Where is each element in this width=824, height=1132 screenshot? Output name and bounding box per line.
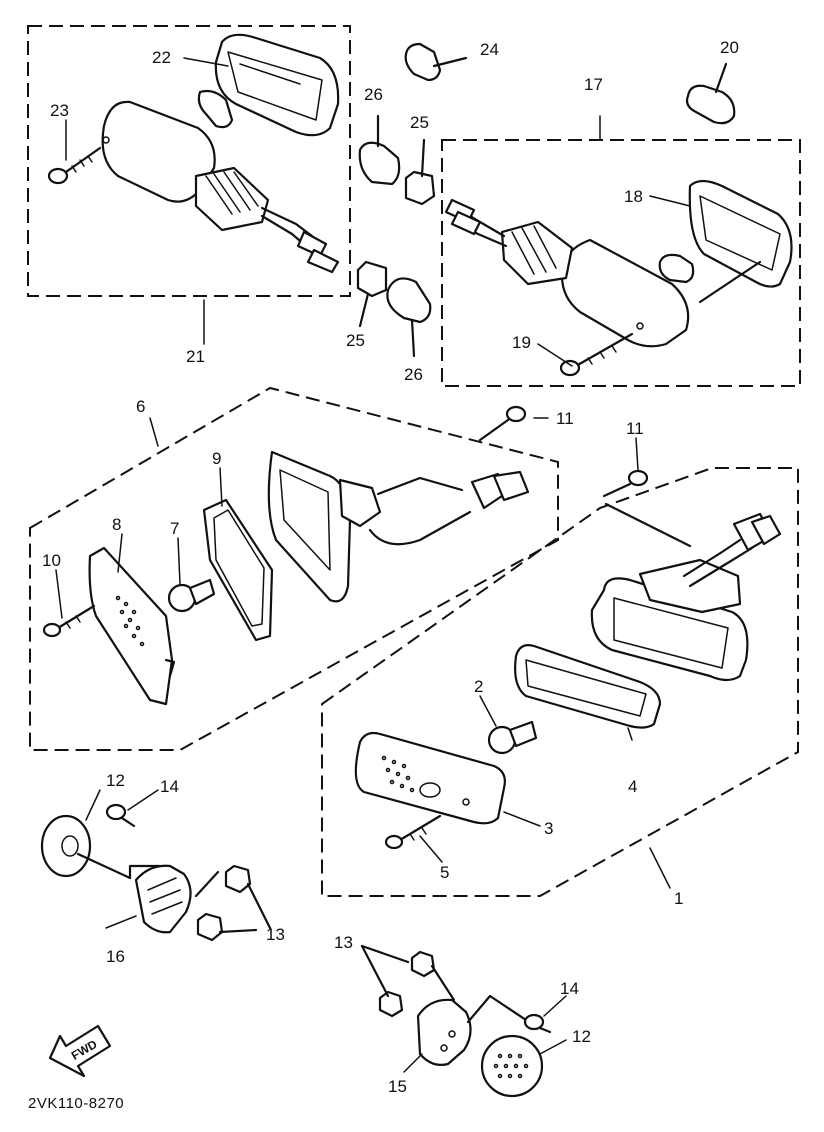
- screw-part-14-left: [105, 803, 136, 828]
- assembly-6-lamp: [29, 386, 559, 751]
- screw-part-10: [42, 604, 96, 638]
- assembly-17-boundary: [441, 139, 801, 387]
- screw-part-19: [559, 332, 634, 377]
- bulb-part-24: [404, 42, 468, 82]
- bulb-inner-17: [658, 253, 695, 284]
- grommet-part-26-bottom: [386, 277, 432, 358]
- bulb-part-20: [685, 62, 736, 125]
- callout-14-left: 14: [160, 777, 179, 796]
- bulb-part-7: [167, 578, 216, 613]
- assembly-21-flasher: [27, 25, 351, 297]
- callout-11-right: 11: [626, 419, 644, 438]
- gasket-part-4: [514, 644, 662, 729]
- callout-19: 19: [512, 333, 531, 352]
- callout-1: 1: [674, 889, 683, 908]
- leader-lines: [55, 57, 691, 1073]
- callout-23: 23: [50, 101, 69, 120]
- screw-part-11-left: [478, 405, 527, 442]
- housing-body-17: [444, 198, 762, 348]
- callout-7: 7: [170, 519, 179, 538]
- screw-part-11-right: [602, 469, 649, 498]
- assembly-1-boundary: [321, 467, 799, 897]
- callout-26-bottom: 26: [404, 365, 423, 384]
- grommet-part-26-top: [358, 114, 401, 186]
- callout-25-bottom: 25: [346, 331, 365, 350]
- callout-12-right: 12: [572, 1027, 591, 1046]
- callout-11-left: 11: [556, 409, 574, 428]
- callout-13-right: 13: [334, 933, 353, 952]
- nut-part-13-left: [194, 864, 272, 942]
- callout-18: 18: [624, 187, 643, 206]
- callout-17: 17: [584, 75, 603, 94]
- callout-labels: 22 23 24 20 26 25 17 18 25 26 21 19 6 11…: [42, 38, 739, 1096]
- callout-4: 4: [628, 777, 637, 796]
- reflector-group-left: [40, 803, 272, 942]
- diagram-code: 2VK110-8270: [28, 1095, 124, 1112]
- reflector-part-12-left: [40, 814, 132, 880]
- callout-20: 20: [720, 38, 739, 57]
- callout-8: 8: [112, 515, 121, 534]
- callout-24: 24: [480, 40, 499, 59]
- callout-6: 6: [136, 397, 145, 416]
- callout-26-top: 26: [364, 85, 383, 104]
- forward-direction-arrow: FWD: [48, 1024, 112, 1078]
- lens-part-3: [354, 731, 506, 825]
- assembly-17-flasher: [441, 139, 801, 387]
- bracket-part-16: [128, 864, 192, 934]
- nut-part-25-bottom: [356, 260, 388, 328]
- bracket-part-15: [416, 994, 528, 1066]
- bulb-inner-21: [197, 89, 234, 129]
- callout-9: 9: [212, 449, 221, 468]
- assembly-1-lamp: [321, 467, 799, 897]
- lamp-housing-part-1: [590, 502, 782, 682]
- assembly-21-boundary: [27, 25, 351, 297]
- screw-part-23: [47, 146, 102, 185]
- callout-21: 21: [186, 347, 205, 366]
- screw-part-5: [384, 814, 442, 850]
- gasket-part-9: [202, 498, 274, 642]
- lens-part-22: [214, 33, 340, 137]
- callout-25-top: 25: [410, 113, 429, 132]
- nut-part-25-top: [404, 138, 436, 206]
- lamp-housing-part-6: [267, 450, 530, 603]
- reflector-part-12-right: [480, 1034, 544, 1098]
- callout-12-left: 12: [106, 771, 125, 790]
- callout-15: 15: [388, 1077, 407, 1096]
- nut-part-13-right: [360, 944, 456, 1018]
- assembly-6-boundary: [29, 386, 559, 751]
- lens-part-8: [88, 546, 176, 706]
- reflector-group-right: [360, 944, 552, 1098]
- callout-10: 10: [42, 551, 61, 570]
- callout-3: 3: [544, 819, 553, 838]
- callout-5: 5: [440, 863, 449, 882]
- screw-part-14-right: [523, 1013, 552, 1034]
- callout-2: 2: [474, 677, 483, 696]
- lens-part-18: [688, 179, 793, 288]
- callout-13-left: 13: [266, 925, 285, 944]
- callout-16: 16: [106, 947, 125, 966]
- callout-22: 22: [152, 48, 171, 67]
- callout-14-right: 14: [560, 979, 579, 998]
- housing-body-21: [101, 100, 340, 274]
- bulb-part-2: [487, 720, 538, 755]
